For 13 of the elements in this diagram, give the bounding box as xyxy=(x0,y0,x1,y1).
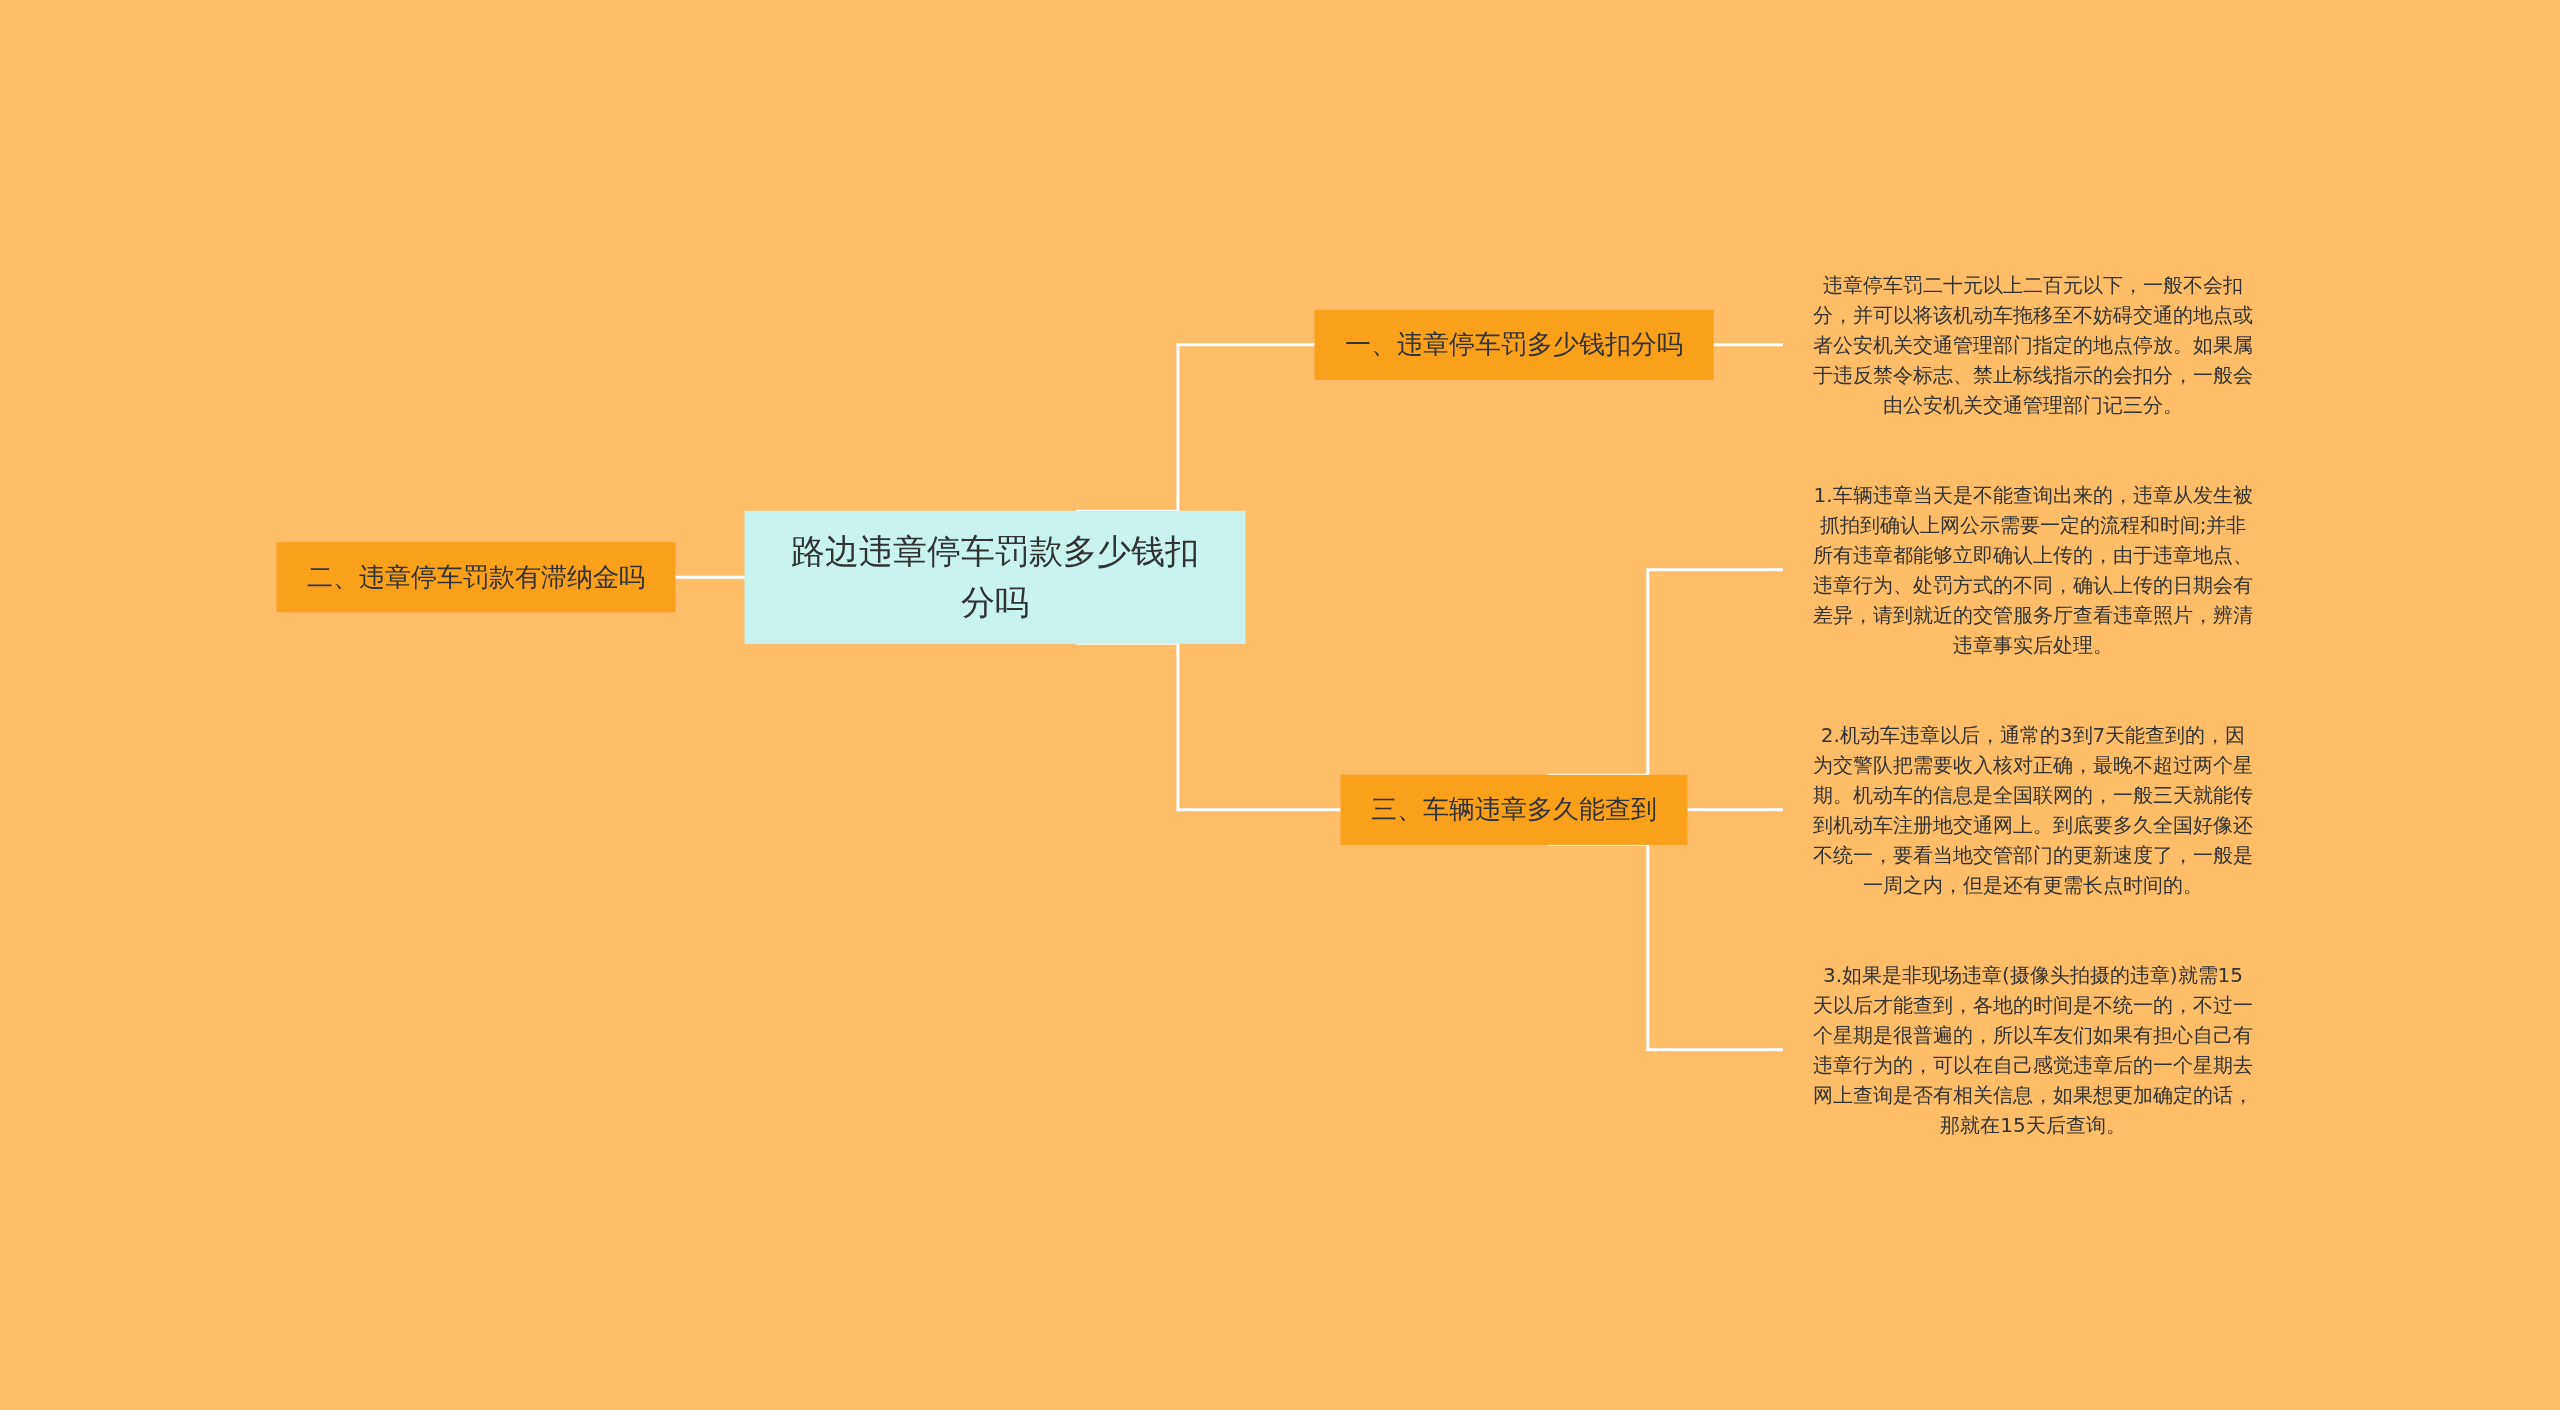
connector xyxy=(1687,808,1783,812)
node-text: 3.如果是非现场违章(摄像头拍摄的违章)就需15天以后才能查到，各地的时间是不统一的，不过一个星期是很普遍的，所以车友们如果有担心自己有违章行为的，可以在自己感觉违章后的一个星期去网上查询是否有相关信息，如果想更加确定的话，那就在15天后查询。 xyxy=(1813,963,2253,1137)
node-text: 2.机动车违章以后，通常的3到7天能查到的，因为交警队把需要收入核对正确，最晚不超过两个星期。机动车的信息是全国联网的，一般三天就能传到机动车注册地交通网上。到底要多久全国好像还不统一，要看当地交管部门的更新速度了，一般是一周之内，但是还有更需长点时间的。 xyxy=(1813,723,2253,897)
connector xyxy=(1075,343,1315,513)
connector xyxy=(675,576,745,579)
node-text: 1.车辆违章当天是不能查询出来的，违章从发生被抓拍到确认上网公示需要一定的流程和时间;并非所有违章都能够立即确认上传的，由于违章地点、违章行为、处罚方式的不同，确认上传的日期会有差异，请到就近的交管服务厅查看违章照片，辨清违章事实后处理。 xyxy=(1813,483,2253,657)
connector xyxy=(1547,568,1783,777)
node-text: 违章停车罚二十元以上二百元以下，一般不会扣分，并可以将该机动车拖移至不妨碍交通的地点或者公安机关交通管理部门指定的地点停放。如果属于违反禁令标志、禁止标线指示的会扣分，一般会由公安机关交通管理部门记三分。 xyxy=(1813,273,2253,417)
node-box: 路边违章停车罚款多少钱扣分吗 xyxy=(744,511,1246,644)
connector xyxy=(1713,343,1783,347)
node-box: 一、违章停车罚多少钱扣分吗 xyxy=(1314,310,1714,380)
node-box: 三、车辆违章多久能查到 xyxy=(1340,775,1688,845)
node-box: 二、违章停车罚款有滞纳金吗 xyxy=(276,542,676,613)
